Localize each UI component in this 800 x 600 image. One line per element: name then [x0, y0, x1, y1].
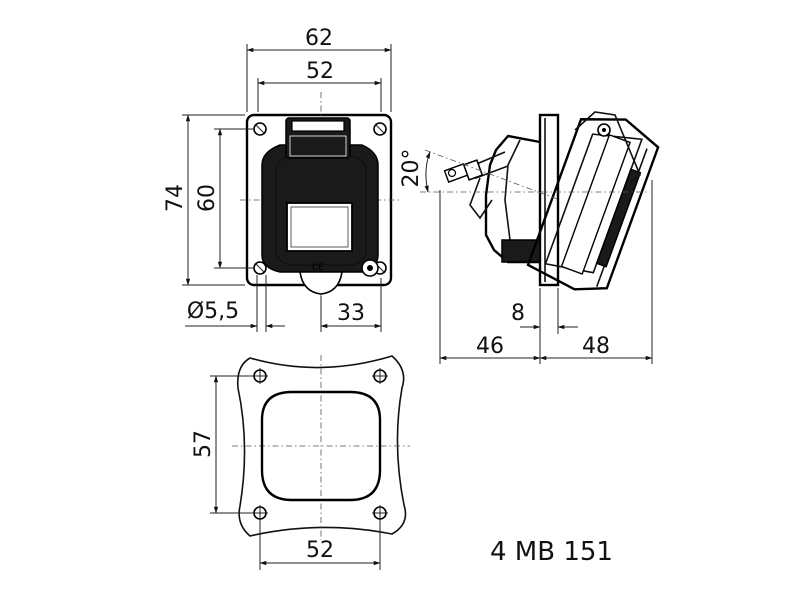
front-view: CE	[240, 92, 400, 300]
dim-52-bottom: 52	[306, 538, 334, 563]
socket-body: CE	[261, 117, 379, 295]
dim-46: 46	[476, 334, 504, 359]
dim-33: 33	[337, 301, 365, 326]
ce-marking: CE	[312, 263, 324, 273]
panel-cutout-view	[232, 355, 410, 540]
dim-48: 48	[582, 334, 610, 359]
dim-57: 57	[191, 430, 216, 458]
dim-52-top: 52	[306, 59, 334, 84]
dim-hole-diameter: Ø5,5	[187, 299, 239, 324]
side-dimensions: 20° 8 46 48	[399, 149, 653, 364]
side-view	[420, 111, 660, 291]
dim-74: 74	[163, 184, 188, 212]
dim-60: 60	[195, 184, 220, 212]
side-plate	[538, 113, 560, 287]
front-dimensions: 62 52 74 60 Ø5,5 33	[163, 26, 392, 332]
model-number: 4 MB 151	[490, 537, 613, 567]
cutout-mounting-holes	[252, 368, 388, 521]
cutout-opening	[260, 390, 382, 502]
dim-angle: 20°	[399, 149, 424, 188]
dim-8: 8	[511, 301, 525, 326]
cutout-template-outline	[236, 355, 407, 537]
cutout-dimensions: 57 52	[191, 375, 381, 570]
dim-62: 62	[305, 26, 333, 51]
